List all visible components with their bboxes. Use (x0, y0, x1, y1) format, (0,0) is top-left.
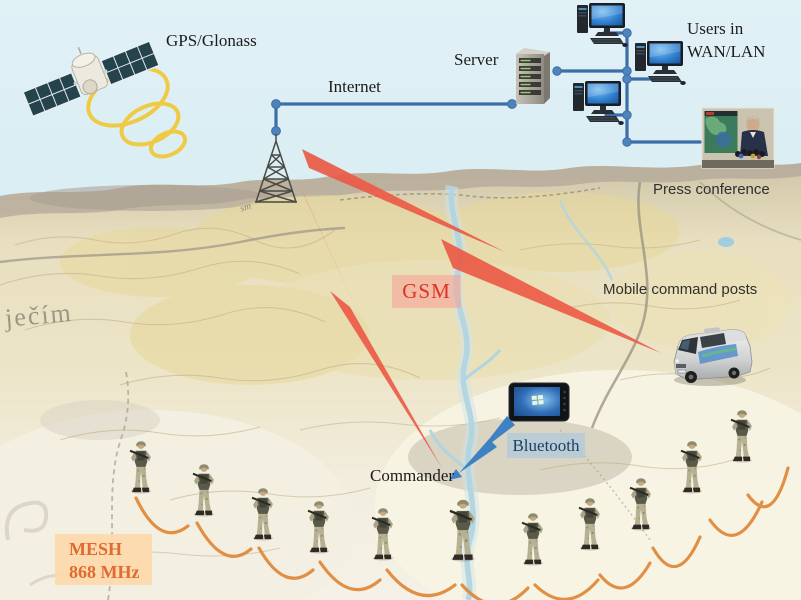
gsm-link-bolts (297, 149, 661, 468)
network-links (271, 28, 702, 147)
mesh-label-box: MESH 868 MHz (55, 534, 152, 585)
map-hill-name: sm (239, 201, 253, 215)
users-wan-lan-label: Users in WAN/LAN (687, 17, 765, 63)
bluetooth-label-box: Bluetooth (507, 433, 585, 458)
server-label: Server (454, 50, 499, 69)
press-conference-label: Press conference (653, 181, 770, 198)
windows-logo-icon (531, 394, 544, 406)
contour-lines (0, 227, 771, 561)
mesh-arcs (134, 466, 790, 600)
commander-label: Commander (370, 466, 455, 485)
radio-tower-icon (255, 134, 297, 203)
bluetooth-link-bolt (449, 416, 515, 480)
internet-label: Internet (328, 77, 381, 96)
mesh-label-line2: 868 MHz (69, 562, 140, 582)
network-junction-dots (271, 28, 632, 147)
mobile-command-posts-label: Mobile command posts (603, 281, 758, 298)
gps-glonass-label: GPS/Glonass (166, 31, 257, 50)
tablet-icon (508, 382, 570, 422)
gsm-label-box: GSM (392, 275, 461, 308)
server-icon (516, 48, 550, 104)
mesh-label-line1: MESH (69, 539, 123, 559)
map-place-name: ječím (3, 298, 74, 333)
users-label-line1: Users in (687, 19, 744, 38)
users-label-line2: WAN/LAN (687, 42, 766, 61)
press-conference-photo (701, 107, 775, 169)
satellite-icon (22, 40, 160, 118)
command-van-icon (673, 327, 753, 386)
